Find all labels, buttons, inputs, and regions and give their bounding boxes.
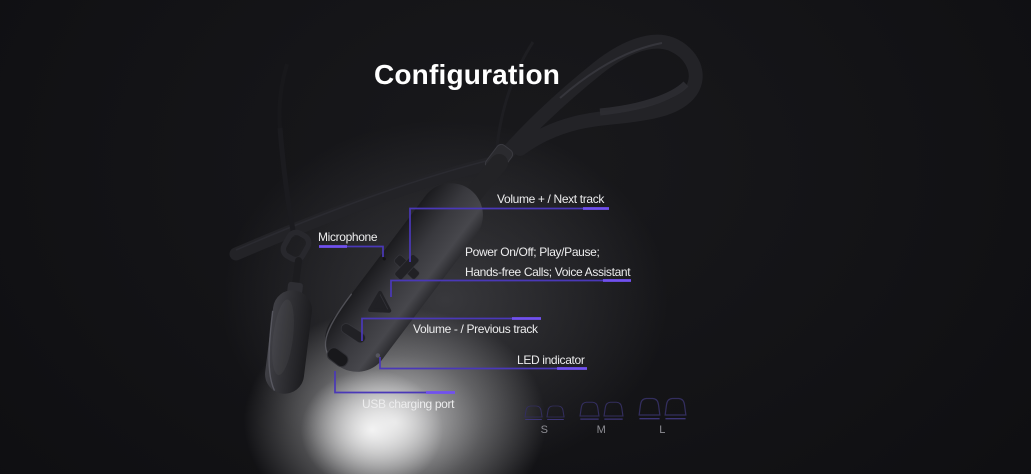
power-callout-line: [390, 279, 631, 297]
earbud-cord: [291, 257, 303, 290]
volume-down-button: [340, 323, 366, 344]
neckband-strap: [229, 156, 499, 261]
usb-port-flap: [326, 347, 349, 368]
earbud-cable: [495, 41, 535, 147]
earbud-sheen: [272, 299, 294, 376]
ear-tip-icon: [664, 397, 687, 420]
ear-tip-icon: [579, 401, 600, 420]
left-strap: [277, 127, 297, 237]
control-pod: [324, 183, 483, 372]
pod-neck: [463, 154, 508, 205]
ear-tip-group-large: L: [638, 397, 687, 436]
microphone-callout-line: [319, 245, 384, 257]
neckband-loop: [496, 34, 703, 165]
ear-tip-icon: [524, 405, 543, 420]
microphone-label: Microphone: [318, 230, 378, 244]
led-label: LED indicator: [517, 353, 585, 367]
ear-tip-icon: [638, 397, 661, 420]
cable-organizer-ring: [280, 229, 312, 263]
volume-down-label: Volume - / Previous track: [413, 322, 538, 336]
ear-tip-icons-small: [524, 405, 565, 421]
led-indicator-light: [375, 353, 381, 358]
ear-tip-size-label: L: [659, 424, 666, 436]
power-label-line1: Power On/Off; Play/Pause;: [465, 245, 600, 259]
ear-tip-icons-medium: [579, 401, 624, 421]
neckband-loop-inner-face: [599, 81, 689, 116]
power-label-line2: Hands-free Calls; Voice Assistant: [465, 265, 631, 279]
page-title: Configuration: [373, 58, 561, 90]
led-callout-line: [379, 357, 587, 370]
usb-label: USB charging port: [362, 397, 455, 411]
ear-tip-icon: [603, 401, 624, 420]
ear-tip-size-label: M: [596, 424, 607, 436]
volume-up-callout-line: [409, 207, 609, 262]
neckband-loop-highlight: [559, 42, 663, 99]
earbud-body: [265, 290, 312, 394]
left-strap-upper: [277, 63, 289, 129]
ear-tip-group-small: S: [524, 405, 565, 436]
microphone-hole: [382, 257, 386, 261]
power-label: Power On/Off; Play/Pause; Hands-free Cal…: [465, 242, 631, 282]
volume-up-button: [393, 254, 420, 280]
neckband-strap-highlight: [235, 159, 491, 251]
ear-tip-size-label: S: [540, 424, 549, 436]
power-play-button: [368, 291, 392, 313]
earbud-rim-light: [268, 310, 276, 391]
earbud: [265, 257, 312, 394]
ear-tip-sizes: S M: [524, 397, 687, 436]
ear-tip-group-medium: M: [579, 401, 624, 436]
ear-tip-icons-large: [638, 397, 687, 421]
usb-callout-line: [334, 371, 455, 394]
volume-up-label: Volume + / Next track: [497, 192, 605, 206]
ear-tip-icon: [546, 405, 565, 420]
volume-down-callout-line: [361, 317, 541, 341]
